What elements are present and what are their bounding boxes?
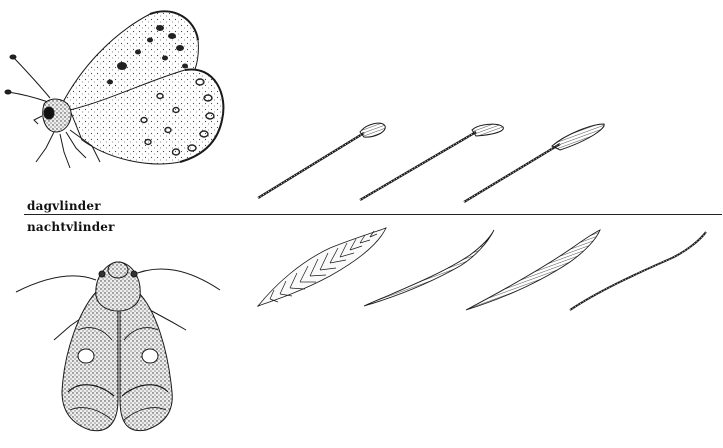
butterfly-antenna-2	[360, 124, 503, 200]
label-dagvlinder: dagvlinder	[27, 200, 101, 212]
label-nachtvlinder: nachtvlinder	[27, 221, 115, 233]
moth-illustration	[16, 262, 220, 431]
butterfly-antenna-3	[464, 124, 604, 202]
butterfly-antenna-1	[258, 123, 385, 198]
moth-antenna-tapered	[364, 230, 494, 306]
moth-antenna-feathered	[258, 228, 386, 306]
section-divider	[24, 214, 722, 215]
butterfly-illustration	[5, 11, 223, 168]
